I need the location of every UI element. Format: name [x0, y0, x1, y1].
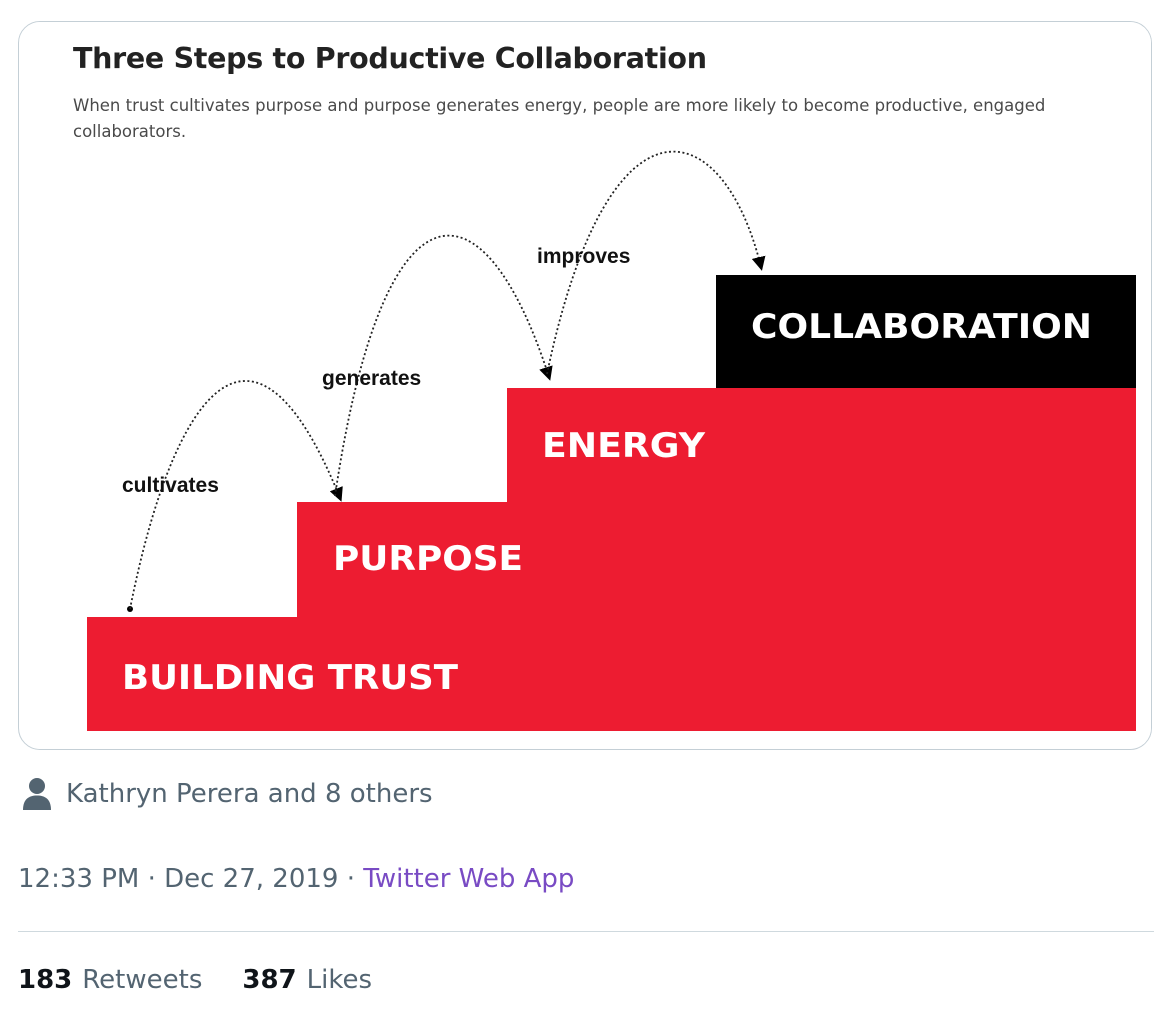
step-collaboration	[716, 275, 1136, 388]
step-label-collaboration: COLLABORATION	[751, 307, 1092, 347]
step-building-trust	[87, 617, 1136, 731]
person-icon	[23, 778, 51, 810]
retweets-stat[interactable]: 183 Retweets	[18, 965, 202, 995]
likes-count: 387	[242, 965, 297, 995]
infographic-title: Three Steps to Productive Collaboration	[73, 42, 707, 75]
staircase-diagram: BUILDING TRUST PURPOSE ENERGY COLLABORAT…	[87, 150, 1136, 731]
tweet-stats: 183 Retweets 387 Likes	[18, 965, 412, 995]
tweet-timestamp-row: 12:33 PM · Dec 27, 2019 · Twitter Web Ap…	[18, 864, 574, 894]
tweet-time[interactable]: 12:33 PM	[18, 864, 140, 894]
meta-separator: ·	[346, 864, 355, 894]
infographic-subtitle: When trust cultivates purpose and purpos…	[73, 96, 1046, 141]
step-label-purpose: PURPOSE	[333, 539, 523, 579]
likes-label: Likes	[306, 965, 373, 995]
likes-stat[interactable]: 387 Likes	[242, 965, 372, 995]
arc-arrow-cultivates	[129, 380, 343, 610]
connector-label-cultivates: cultivates	[122, 474, 219, 497]
social-context-text[interactable]: Kathryn Perera and 8 others	[66, 779, 433, 809]
social-context[interactable]: Kathryn Perera and 8 others	[22, 776, 433, 812]
step-energy	[507, 388, 1136, 502]
tweet-source-link[interactable]: Twitter Web App	[363, 864, 575, 894]
step-label-building-trust: BUILDING TRUST	[122, 658, 459, 698]
divider	[18, 931, 1154, 932]
retweets-label: Retweets	[82, 965, 203, 995]
arc-arrow-generates	[334, 234, 553, 497]
step-purpose	[297, 502, 1136, 617]
retweets-count: 183	[18, 965, 73, 995]
infographic-image: Three Steps to Productive Collaboration …	[33, 22, 1151, 749]
step-label-energy: ENERGY	[542, 426, 705, 466]
tweet-date[interactable]: Dec 27, 2019	[164, 864, 339, 894]
tweet-media-card[interactable]: Three Steps to Productive Collaboration …	[18, 21, 1152, 750]
connector-label-generates: generates	[322, 367, 421, 390]
meta-separator: ·	[147, 864, 156, 894]
connector-label-improves: improves	[537, 245, 630, 268]
